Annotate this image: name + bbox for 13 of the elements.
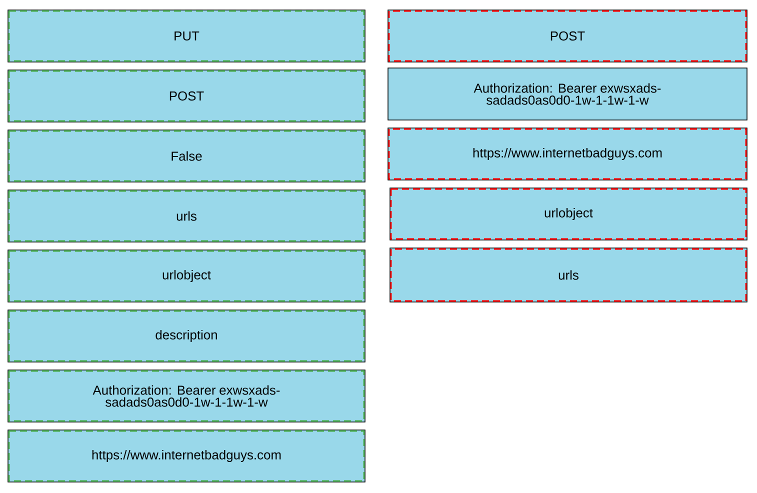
answer-box: urlobject xyxy=(390,188,748,240)
answer-box: https://www.internetbadguys.com xyxy=(388,128,748,180)
answer-box: PUT xyxy=(8,10,366,62)
answer-box: urlobject xyxy=(8,250,366,302)
answer-box: urls xyxy=(390,248,748,302)
answer-box: https://www.internetbadguys.com xyxy=(8,430,366,482)
answer-box: False xyxy=(8,130,366,182)
answer-box: POST xyxy=(388,10,748,62)
answer-box: urls xyxy=(8,190,366,242)
answer-box: POST xyxy=(8,70,366,122)
answer-box: description xyxy=(8,310,366,362)
answer-box: Authorization: Bearer exwsxads-sadads0as0d0-1w-1-1w-1-w xyxy=(388,68,748,120)
answer-box: Authorization: Bearer exwsxads-sadads0as0d0-1w-1-1w-1-w xyxy=(8,370,366,422)
